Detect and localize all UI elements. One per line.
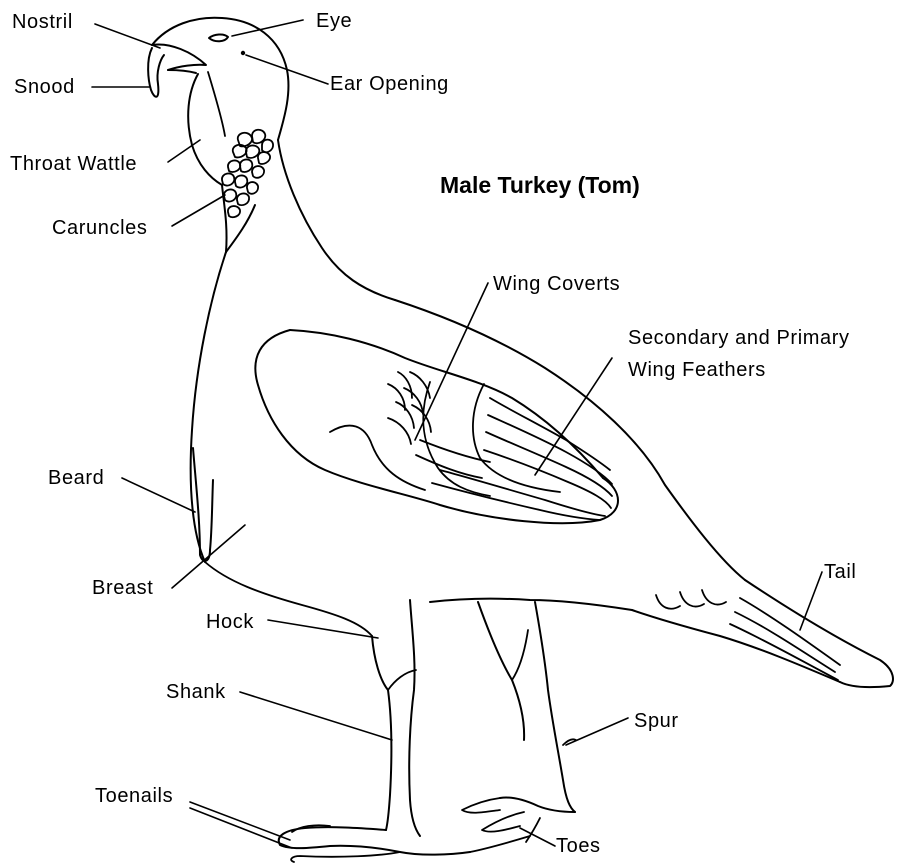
caruncles (222, 130, 273, 217)
throat-wattle (188, 74, 222, 185)
back-leg-thigh-line (512, 630, 528, 680)
back-leg-back (535, 602, 575, 812)
label-tail: Tail (824, 561, 856, 583)
label-hock: Hock (206, 611, 254, 633)
labels: Nostril Eye Snood Ear Opening Throat Wat… (10, 10, 856, 857)
leader-beard (122, 478, 195, 512)
leader-shank (240, 692, 392, 740)
back-toe-1 (462, 798, 500, 813)
label-snood: Snood (14, 76, 75, 98)
front-leg-thigh (372, 636, 388, 690)
beard (193, 448, 213, 561)
leader-spur (566, 718, 628, 745)
leader-secondary-primary (535, 358, 612, 475)
back-toe-2 (482, 812, 524, 832)
diagram-title: Male Turkey (Tom) (440, 172, 640, 198)
leader-toenails-2 (190, 808, 292, 848)
leader-breast (172, 525, 245, 588)
front-leg-joint (388, 670, 416, 690)
body-underside (430, 599, 632, 610)
snood (148, 48, 164, 97)
body-front-outline (191, 252, 226, 562)
label-throat-wattle: Throat Wattle (10, 153, 137, 175)
front-toe-upper (292, 825, 330, 832)
ear-opening (241, 51, 245, 55)
turkey-illustration (148, 18, 893, 862)
label-wing-coverts: Wing Coverts (493, 273, 620, 295)
label-shank: Shank (166, 681, 226, 703)
label-breast: Breast (92, 577, 153, 599)
label-toenails: Toenails (95, 785, 173, 807)
tail-feathers (656, 590, 840, 680)
leader-nostril (95, 24, 160, 48)
turkey-head-outline (152, 18, 288, 140)
leader-hock (268, 620, 378, 638)
label-secondary-primary-line1: Secondary and Primary (628, 327, 850, 349)
front-foot (279, 827, 470, 854)
front-toe-lower (291, 852, 400, 862)
wing-shoulder-line (330, 426, 425, 490)
label-toes: Toes (556, 835, 601, 857)
throat-wattle-inner (208, 72, 225, 136)
label-caruncles: Caruncles (52, 217, 147, 239)
leader-lines (92, 20, 822, 848)
tail-outline (745, 580, 893, 687)
leader-ear-opening (246, 55, 328, 84)
wing-top-line (290, 330, 603, 478)
leader-caruncles (172, 195, 225, 226)
foot-base-line (470, 836, 530, 852)
leader-wing-coverts (415, 283, 488, 440)
back-foot (500, 797, 575, 812)
label-spur: Spur (634, 710, 679, 732)
front-leg-back (409, 600, 420, 836)
leader-throat-wattle (168, 140, 200, 162)
label-eye: Eye (316, 10, 352, 32)
label-secondary-primary-line2: Wing Feathers (628, 359, 766, 381)
eye (209, 34, 228, 41)
beak-lower (168, 70, 196, 73)
label-beard: Beard (48, 467, 104, 489)
neck-back (278, 140, 395, 300)
leader-toenails-1 (190, 802, 290, 840)
wing-outline (255, 330, 618, 523)
label-nostril: Nostril (12, 11, 73, 33)
label-ear-opening: Ear Opening (330, 73, 449, 95)
front-leg-shank (386, 690, 391, 830)
back-toe-3 (526, 818, 540, 842)
